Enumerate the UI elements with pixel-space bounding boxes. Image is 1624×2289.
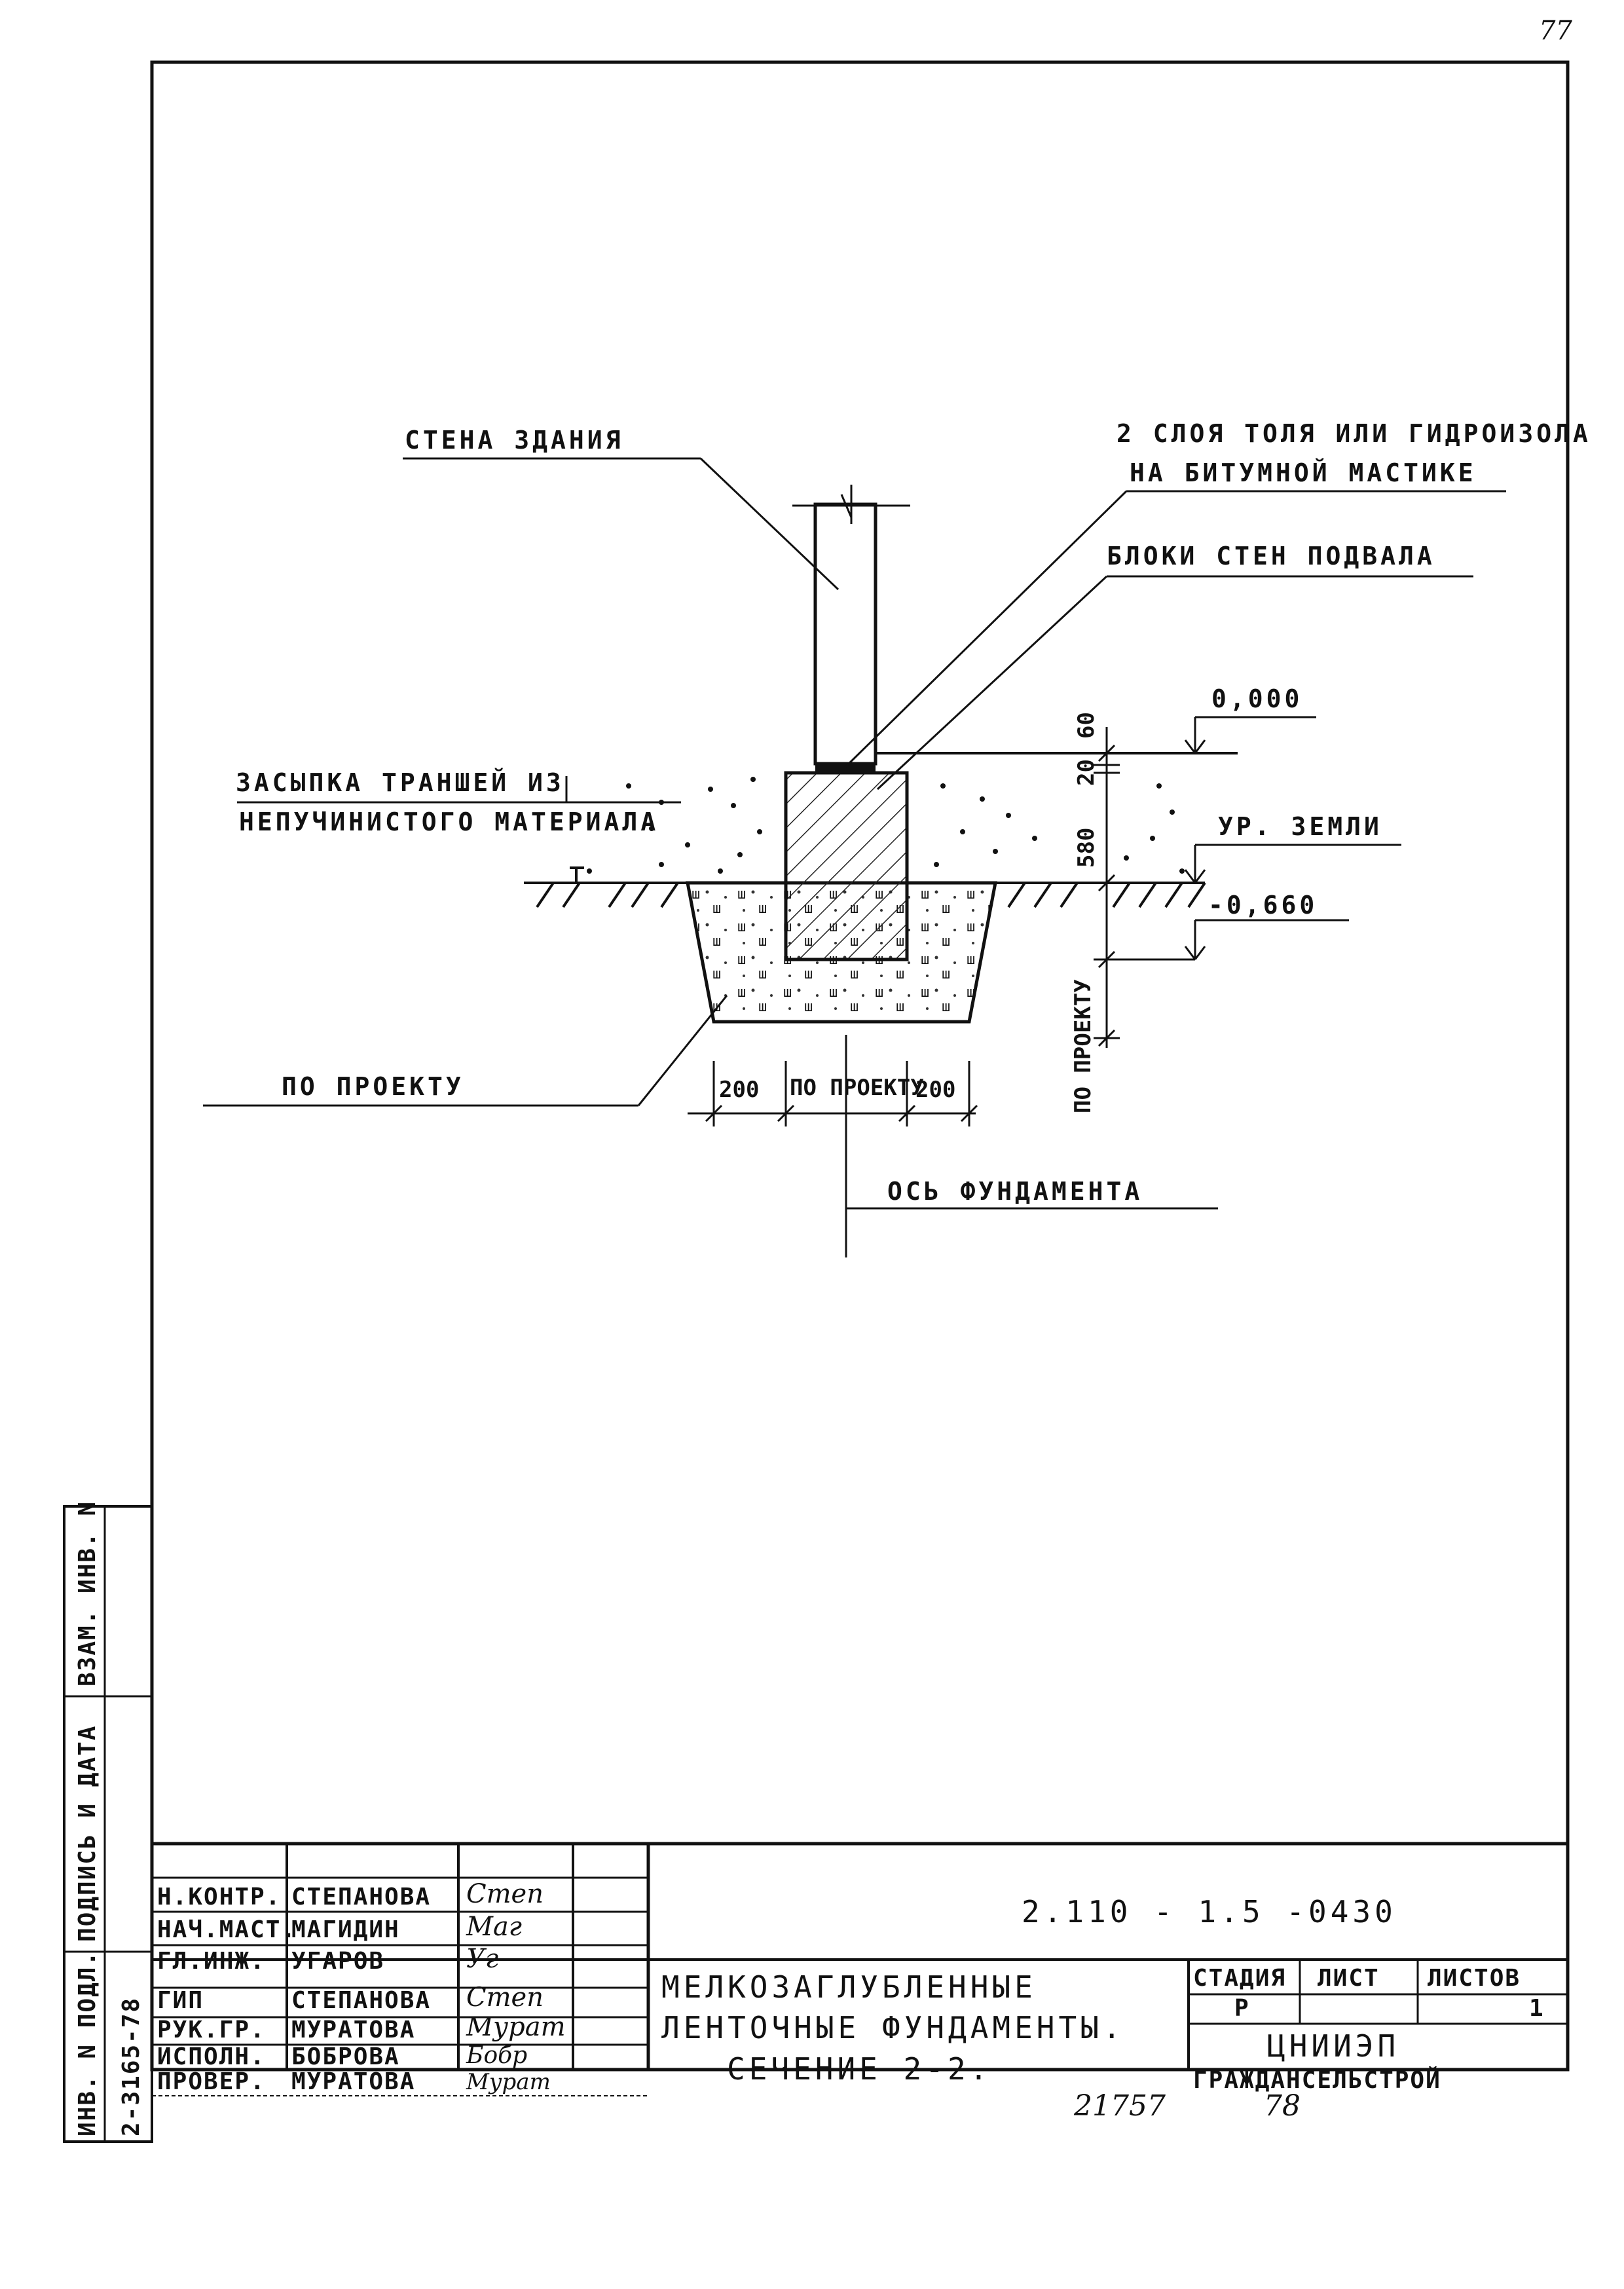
label-backfill-2: НЕПУЧИНИСТОГО МАТЕРИАЛА — [239, 808, 659, 836]
drawing-title-1: МЕЛКОЗАГЛУБЛЕННЫЕ — [661, 1969, 1037, 2005]
col-sheet: ЛИСТ — [1318, 1965, 1380, 1992]
ground-line — [524, 866, 1206, 908]
org-subname: ГРАЖДАНСЕЛЬСТРОЙ — [1193, 2066, 1441, 2094]
row-sign: Уг — [466, 1944, 498, 1974]
drawing-title-3: СЕЧЕНИЕ 2-2. — [727, 2051, 991, 2087]
basement-block — [784, 771, 909, 961]
row-role: ГИП — [157, 1987, 204, 2014]
side-stamp: ВЗАМ. ИНВ. N ПОДПИСЬ И ДАТА ИНВ. N ПОДЛ.… — [63, 1500, 153, 2143]
foundation-section: 200 ПО ПРОЕКТУ 200 60 20 580 ПО ПРОЕКТУ — [203, 419, 1591, 1257]
row-role: ПРОВЕР. — [157, 2068, 266, 2095]
label-waterproof-2: НА БИТУМНОЙ МАСТИКЕ — [1130, 458, 1477, 487]
row-sign: Маг — [466, 1912, 522, 1942]
inv-podl-label: ИНВ. N ПОДЛ. — [74, 1950, 101, 2136]
row-name: СТЕПАНОВА — [291, 1884, 431, 1910]
row-role: РУК.ГР. — [157, 2017, 266, 2043]
dim-bottom-mid: ПО ПРОЕКТУ — [790, 1075, 924, 1101]
dim-bottom-left: 200 — [719, 1077, 759, 1103]
col-sheets: ЛИСТОВ — [1428, 1965, 1521, 1992]
dim-580: 580 — [1073, 828, 1099, 868]
building-wall — [813, 502, 877, 766]
label-wall: СТЕНА ЗДАНИЯ — [405, 426, 624, 455]
archive-number: 21757 — [1073, 2089, 1166, 2123]
row-name: МУРАТОВА — [291, 2068, 415, 2095]
backfill-dots — [587, 777, 1185, 874]
row-name: МУРАТОВА — [291, 2017, 415, 2043]
row-sign: Степ — [466, 1879, 544, 1909]
drawing-title-2: ЛЕНТОЧНЫЕ ФУНДАМЕНТЫ. — [661, 2010, 1125, 2045]
stage-value: Р — [1234, 1995, 1250, 2022]
level-marks — [1184, 716, 1401, 960]
row-sign: Мурат — [466, 2012, 566, 2042]
row-name: СТЕПАНОВА — [291, 1987, 431, 2014]
signature-rows: Н.КОНТР. СТЕПАНОВА Степ НАЧ.МАСТ. МАГИДИ… — [157, 1879, 566, 2095]
row-name: БОБРОВА — [291, 2043, 400, 2070]
label-backfill-1: ЗАСЫПКА ТРАНШЕЙ ИЗ — [236, 768, 564, 797]
podpis-data-label: ПОДПИСЬ И ДАТА — [74, 1725, 101, 1942]
label-by-project: ПО ПРОЕКТУ — [282, 1072, 464, 1101]
sheet-frame — [150, 60, 1570, 2072]
title-block — [152, 1842, 1568, 2070]
doc-code: 2.110 - 1.5 -0430 — [1022, 1894, 1397, 1929]
row-role: ИСПОЛН. — [157, 2043, 266, 2070]
row-sign: Степ — [466, 1982, 544, 2013]
sheets-value: 1 — [1529, 1995, 1545, 2022]
row-sign: Бобр — [466, 2042, 527, 2069]
label-level-zero: 0,000 — [1211, 684, 1302, 713]
row-role: НАЧ.МАСТ. — [157, 1916, 297, 1943]
label-level-minus: -0,660 — [1208, 891, 1318, 920]
label-by-project-vertical: ПО ПРОЕКТУ — [1070, 979, 1096, 1113]
label-ground-level: УР. ЗЕМЛИ — [1218, 812, 1382, 841]
col-stage: СТАДИЯ — [1193, 1965, 1286, 1992]
row-name: МАГИДИН — [291, 1916, 400, 1943]
label-waterproof-1: 2 СЛОЯ ТОЛЯ ИЛИ ГИДРОИЗОЛА — [1116, 419, 1591, 448]
dim-60: 60 — [1073, 712, 1099, 739]
inv-number: 2-3165-78 — [118, 1997, 145, 2136]
page-number: 77 — [1539, 16, 1572, 46]
vzam-inv-label: ВЗАМ. ИНВ. N — [74, 1500, 101, 1686]
archive-sheet: 78 — [1264, 2089, 1301, 2123]
row-sign: Мурат — [466, 2069, 551, 2095]
row-name: УГАРОВ — [291, 1948, 384, 1975]
dim-bottom-right: 200 — [915, 1077, 955, 1103]
label-foundation-axis: ОСЬ ФУНДАМЕНТА — [887, 1177, 1143, 1206]
bottom-dimension-chain — [688, 1061, 978, 1126]
row-role: Н.КОНТР. — [157, 1884, 281, 1910]
label-basement-blocks: БЛОКИ СТЕН ПОДВАЛА — [1107, 542, 1435, 570]
dim-20: 20 — [1073, 759, 1099, 786]
vertical-dimension-chain — [1094, 727, 1195, 1048]
row-role: ГЛ.ИНЖ. — [157, 1948, 266, 1975]
org-name: ЦНИИЭП — [1267, 2028, 1399, 2064]
